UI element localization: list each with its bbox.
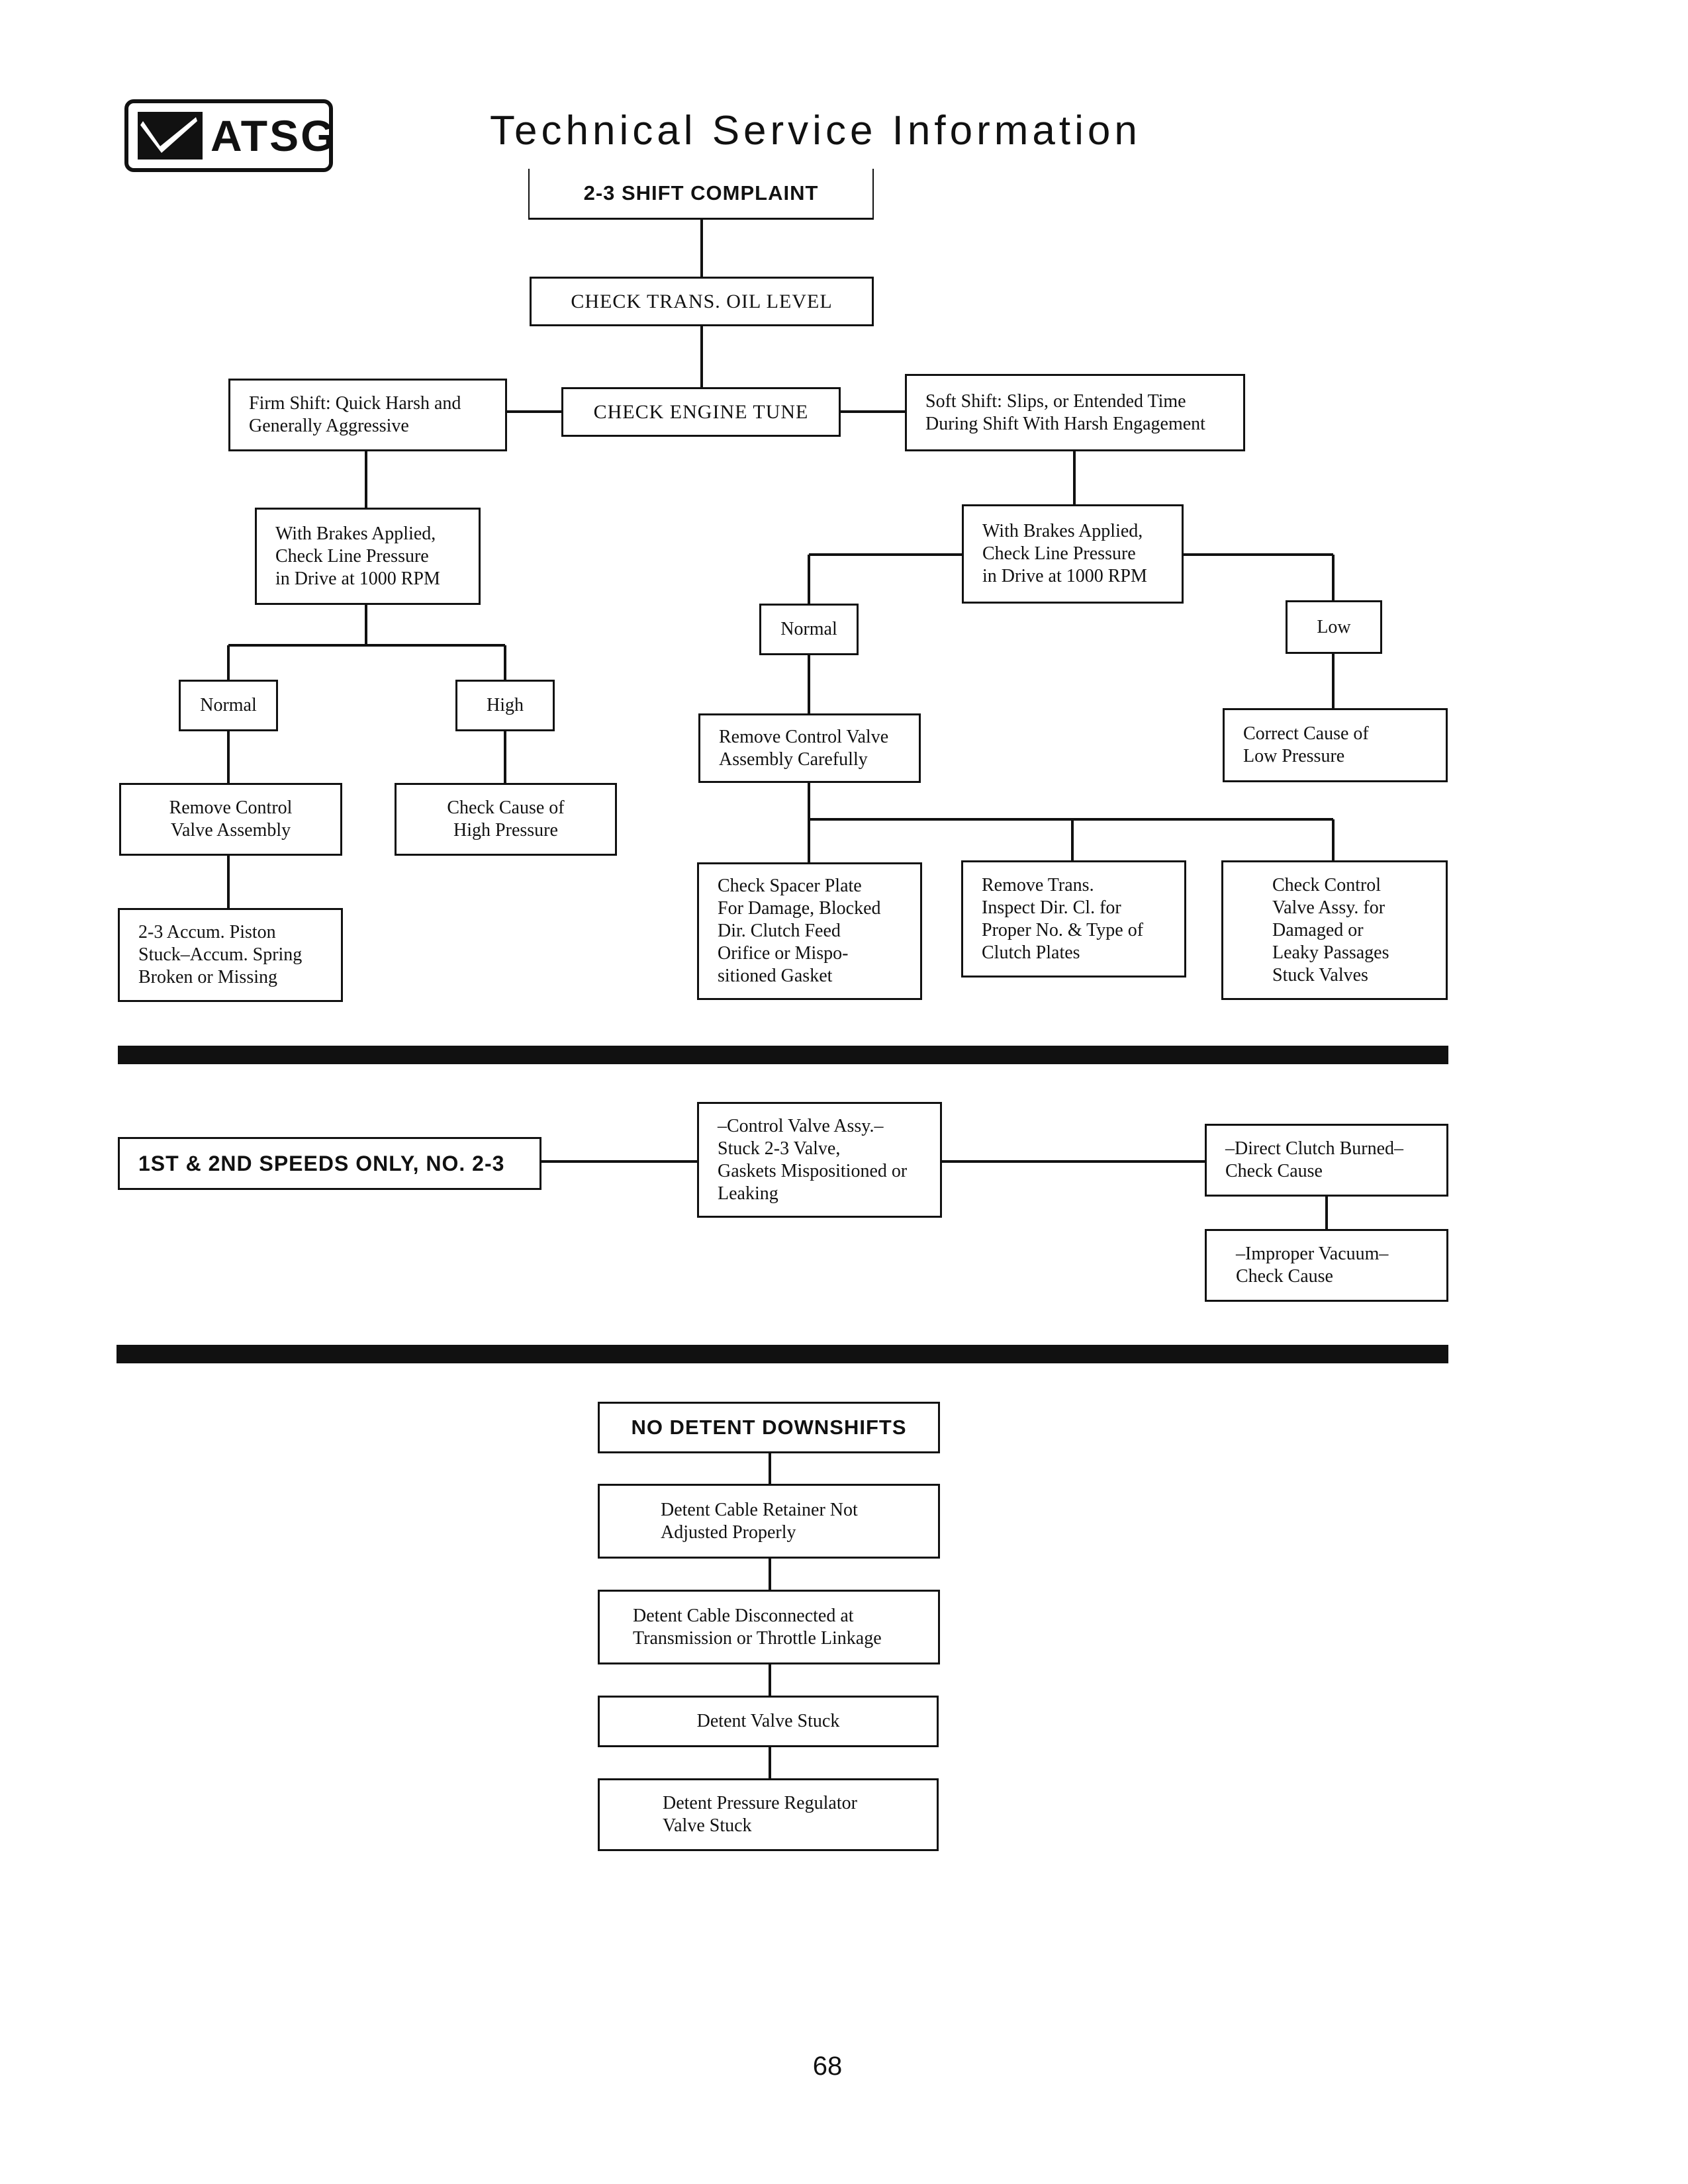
detent-disconnected-box: Detent Cable Disconnected at Transmissio… <box>598 1590 940 1664</box>
improper-vacuum-box: –Improper Vacuum– Check Cause <box>1205 1229 1448 1302</box>
logo-text: ATSG <box>211 111 337 160</box>
left-normal-box: Normal <box>179 680 278 731</box>
remove-cv-carefully-box: Remove Control Valve Assembly Carefully <box>698 713 921 783</box>
detent-title-box: NO DETENT DOWNSHIFTS <box>598 1402 940 1453</box>
atsg-logo: ATSG <box>124 99 337 172</box>
right-normal-box: Normal <box>759 604 859 655</box>
left-line-pressure-box: With Brakes Applied, Check Line Pressure… <box>255 508 481 605</box>
detent-valve-stuck-box: Detent Valve Stuck <box>598 1696 939 1747</box>
page-number: 68 <box>812 2052 843 2081</box>
check-oil-box: CHECK TRANS. OIL LEVEL <box>530 277 874 326</box>
right-low-box: Low <box>1286 600 1382 654</box>
page-title: Technical Service Information <box>490 108 1141 154</box>
control-valve-stuck-box: –Control Valve Assy.– Stuck 2-3 Valve, G… <box>697 1102 942 1218</box>
direct-clutch-box: –Direct Clutch Burned– Check Cause <box>1205 1124 1448 1197</box>
remove-control-valve-box: Remove Control Valve Assembly <box>119 783 342 856</box>
left-high-box: High <box>455 680 555 731</box>
check-mark-icon <box>138 112 203 159</box>
right-line-pressure-box: With Brakes Applied, Check Line Pressure… <box>962 504 1184 604</box>
check-cv-assy-box: Check Control Valve Assy. for Damaged or… <box>1221 860 1448 1000</box>
detent-retainer-box: Detent Cable Retainer Not Adjusted Prope… <box>598 1484 940 1559</box>
check-engine-box: CHECK ENGINE TUNE <box>561 387 841 437</box>
check-high-pressure-box: Check Cause of High Pressure <box>395 783 617 856</box>
soft-shift-box: Soft Shift: Slips, or Entended Time Duri… <box>905 374 1245 451</box>
detent-regulator-box: Detent Pressure Regulator Valve Stuck <box>598 1778 939 1851</box>
check-spacer-plate-box: Check Spacer Plate For Damage, Blocked D… <box>697 862 922 1000</box>
complaint-title: 2-3 SHIFT COMPLAINT <box>530 169 872 220</box>
speeds-title-box: 1ST & 2ND SPEEDS ONLY, NO. 2-3 <box>118 1137 541 1190</box>
firm-shift-box: Firm Shift: Quick Harsh and Generally Ag… <box>228 379 507 451</box>
remove-trans-box: Remove Trans. Inspect Dir. Cl. for Prope… <box>961 860 1186 978</box>
accum-piston-box: 2-3 Accum. Piston Stuck–Accum. Spring Br… <box>118 908 343 1002</box>
divider-rule <box>117 1345 1448 1363</box>
divider-rule <box>118 1046 1448 1064</box>
correct-low-pressure-box: Correct Cause of Low Pressure <box>1223 708 1448 782</box>
